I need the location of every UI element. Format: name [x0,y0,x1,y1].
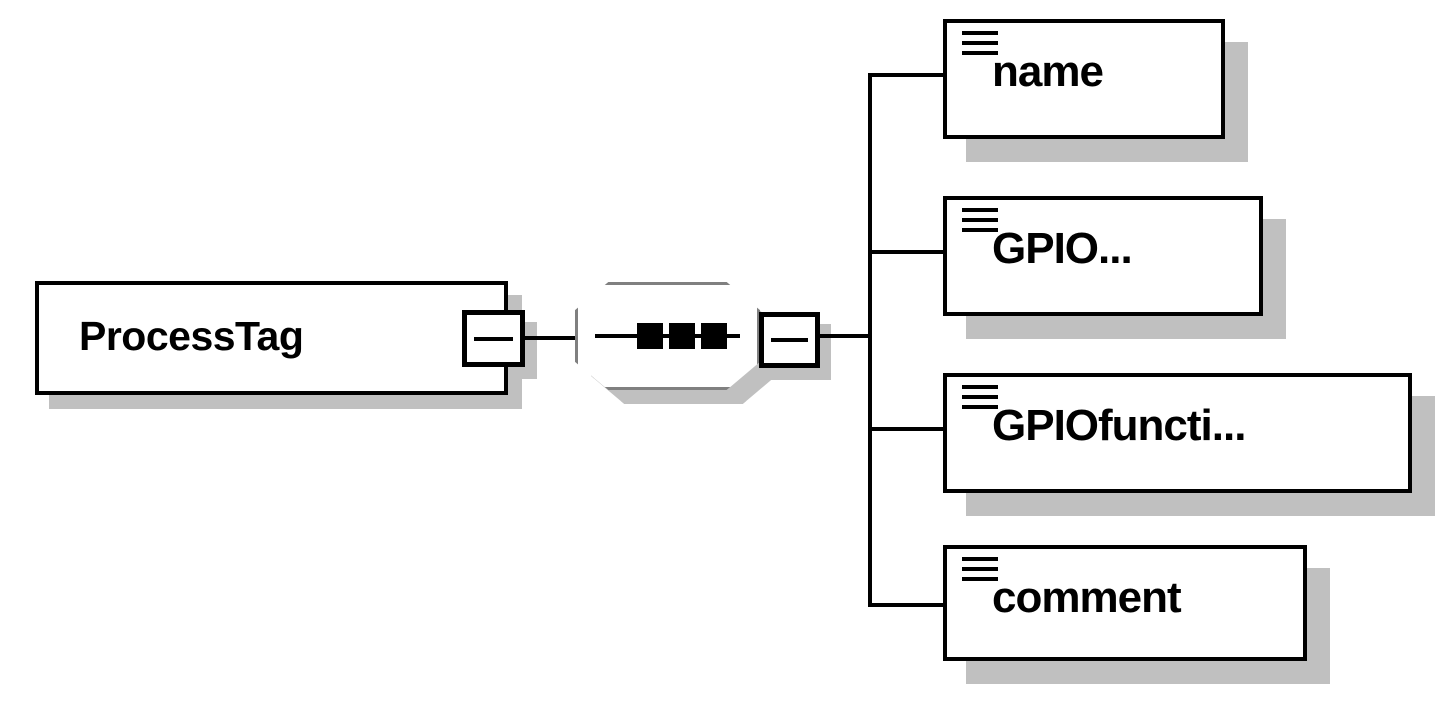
minus-icon [474,336,513,341]
child-element-label: name [992,47,1104,96]
connector-root-to-sequence [525,336,581,340]
minus-icon [771,338,808,342]
sequence-collapse-minus-button[interactable] [759,312,820,368]
root-element-label: ProcessTag [79,313,304,359]
simple-type-lines-icon [962,385,998,409]
connector-branch-to-child-3 [868,427,947,431]
child-element-label: comment [992,573,1182,622]
simple-type-lines-icon [962,557,998,581]
connector-branch-to-child-1 [868,73,947,77]
child-element-label: GPIO... [992,224,1133,273]
sequence-dot-icon [637,323,663,349]
child-element-box-name[interactable] [943,19,1225,139]
sequence-compositor[interactable] [575,282,760,390]
sequence-dot-icon [701,323,727,349]
root-element-box[interactable] [35,281,508,395]
connector-trunk-vertical [868,73,872,607]
child-element-box-gpiofunction[interactable] [943,373,1412,493]
child-element-box-gpio[interactable] [943,196,1263,316]
root-collapse-minus-button[interactable] [462,310,525,367]
connector-sequence-to-trunk [820,334,872,338]
connector-branch-to-child-2 [868,250,947,254]
simple-type-lines-icon [962,31,998,55]
child-element-label: GPIOfuncti... [992,401,1246,450]
child-element-box-comment[interactable] [943,545,1307,661]
simple-type-lines-icon [962,208,998,232]
sequence-dot-icon [669,323,695,349]
sequence-axis-line [595,334,740,338]
connector-branch-to-child-4 [868,603,947,607]
